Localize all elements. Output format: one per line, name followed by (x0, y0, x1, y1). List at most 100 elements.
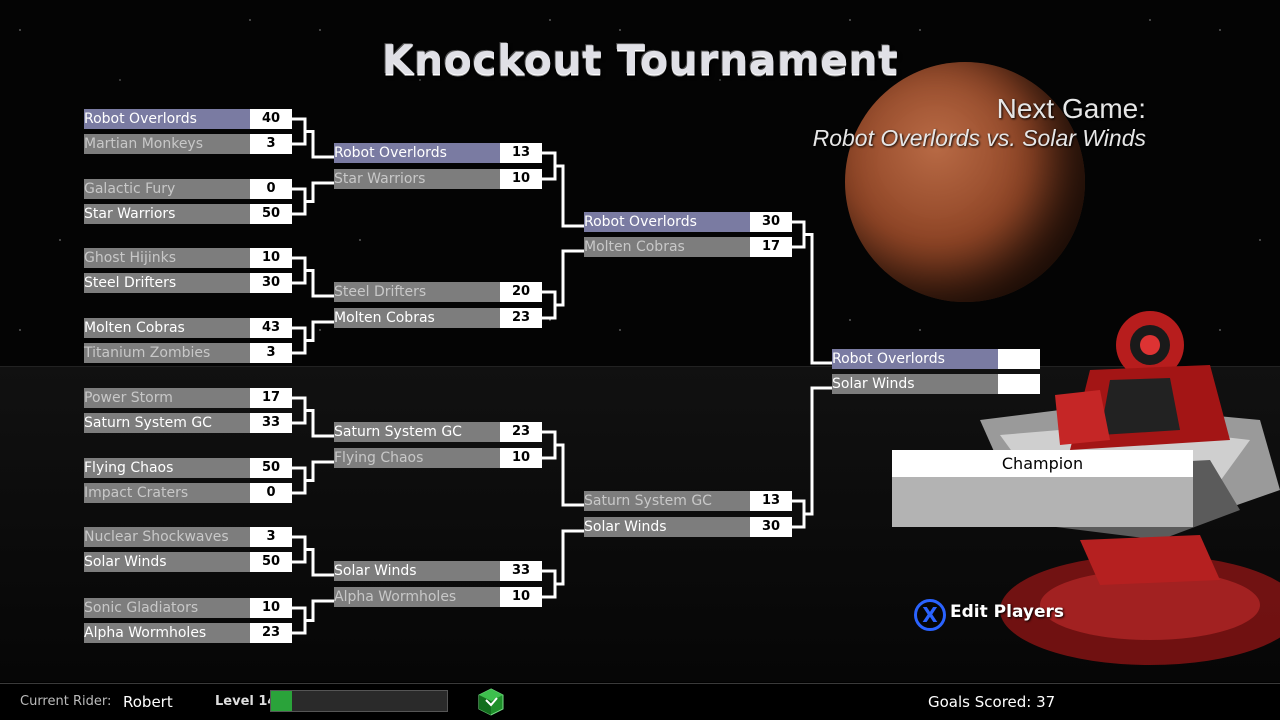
bracket-connector (542, 529, 584, 599)
bracket-team-round1-3: Galactic Fury 0 (84, 179, 292, 199)
team-score (998, 349, 1040, 369)
page-title: Knockout Tournament (381, 36, 899, 84)
bracket-connector (292, 256, 334, 298)
next-game-heading: Next Game: (996, 93, 1146, 124)
team-name: Galactic Fury (84, 181, 176, 197)
team-score: 50 (250, 204, 292, 224)
bracket-team-round1-10: Saturn System GC 33 (84, 413, 292, 433)
team-name: Steel Drifters (334, 284, 427, 300)
bracket-connector (542, 249, 584, 320)
team-name: Molten Cobras (84, 320, 185, 336)
team-score: 30 (250, 273, 292, 293)
level-progress-fill (271, 691, 293, 711)
team-score: 23 (500, 422, 542, 442)
team-name: Solar Winds (832, 376, 915, 392)
team-name: Steel Drifters (84, 275, 177, 291)
mars-planet (845, 62, 1085, 302)
team-name: Solar Winds (84, 554, 167, 570)
goals-scored: Goals Scored: 37 (928, 693, 1056, 711)
team-name: Martian Monkeys (84, 136, 204, 152)
bracket-team-round3-3: Saturn System GC 13 (584, 491, 792, 511)
team-name: Solar Winds (584, 519, 667, 535)
team-name: Ghost Hijinks (84, 250, 176, 266)
bracket-team-round1-2: Martian Monkeys 3 (84, 134, 292, 154)
team-name: Robot Overlords (84, 111, 197, 127)
team-score: 10 (500, 587, 542, 607)
champion-name (892, 477, 1193, 527)
team-name: Robot Overlords (584, 214, 697, 230)
bracket-team-round1-12: Impact Craters 0 (84, 483, 292, 503)
team-name: Impact Craters (84, 485, 189, 501)
team-name: Saturn System GC (334, 424, 462, 440)
team-score: 23 (250, 623, 292, 643)
bracket-team-round1-14: Solar Winds 50 (84, 552, 292, 572)
bracket-team-round1-4: Star Warriors 50 (84, 204, 292, 224)
bracket-connector (292, 460, 334, 495)
team-name: Titanium Zombies (84, 345, 211, 361)
team-name: Flying Chaos (334, 450, 424, 466)
team-score: 10 (500, 448, 542, 468)
next-game-matchup: Robot Overlords vs. Solar Winds (812, 125, 1146, 151)
bracket-connector (792, 220, 832, 365)
team-name: Star Warriors (84, 206, 176, 222)
level-label: Level 14 (215, 694, 277, 709)
bracket-connector (292, 535, 334, 577)
bracket-team-round1-13: Nuclear Shockwaves 3 (84, 527, 292, 547)
team-score: 50 (250, 552, 292, 572)
team-score: 0 (250, 179, 292, 199)
status-bar: Current Rider: Robert Level 14 Goals Sco… (0, 683, 1280, 720)
bracket-connector (542, 430, 584, 507)
team-score: 3 (250, 527, 292, 547)
team-name: Solar Winds (334, 563, 417, 579)
bracket-team-round2-2: Star Warriors 10 (334, 169, 542, 189)
team-name: Molten Cobras (584, 239, 685, 255)
current-rider-label: Current Rider: (20, 694, 112, 709)
team-score: 13 (750, 491, 792, 511)
team-name: Molten Cobras (334, 310, 435, 326)
bracket-team-round2-8: Alpha Wormholes 10 (334, 587, 542, 607)
team-score: 33 (250, 413, 292, 433)
current-rider-name: Robert (123, 693, 173, 711)
team-name: Saturn System GC (584, 493, 712, 509)
team-score: 40 (250, 109, 292, 129)
bracket-team-final-1: Robot Overlords (832, 349, 1040, 369)
bracket-team-round2-7: Solar Winds 33 (334, 561, 542, 581)
team-name: Alpha Wormholes (334, 589, 457, 605)
team-score (998, 374, 1040, 394)
team-score: 30 (750, 212, 792, 232)
team-score: 33 (500, 561, 542, 581)
team-name: Saturn System GC (84, 415, 212, 431)
team-score: 3 (250, 134, 292, 154)
x-button-icon: X (914, 599, 946, 631)
team-name: Robot Overlords (832, 351, 945, 367)
green-cube-icon (478, 688, 504, 716)
bracket-connector (292, 320, 334, 355)
team-score: 17 (250, 388, 292, 408)
team-name: Flying Chaos (84, 460, 174, 476)
team-score: 10 (250, 248, 292, 268)
team-score: 10 (500, 169, 542, 189)
team-score: 13 (500, 143, 542, 163)
bracket-connector (292, 599, 334, 635)
team-score: 50 (250, 458, 292, 478)
bracket-team-round1-6: Steel Drifters 30 (84, 273, 292, 293)
bracket-team-round2-5: Saturn System GC 23 (334, 422, 542, 442)
horizon-line (0, 366, 1280, 367)
bracket-connector (542, 151, 584, 228)
champion-panel: Champion (892, 450, 1193, 527)
bracket-connector (292, 117, 334, 159)
bracket-connector (292, 181, 334, 216)
team-name: Star Warriors (334, 171, 426, 187)
team-name: Nuclear Shockwaves (84, 529, 229, 545)
level-progress-bar (270, 690, 448, 712)
team-name: Sonic Gladiators (84, 600, 199, 616)
team-score: 0 (250, 483, 292, 503)
